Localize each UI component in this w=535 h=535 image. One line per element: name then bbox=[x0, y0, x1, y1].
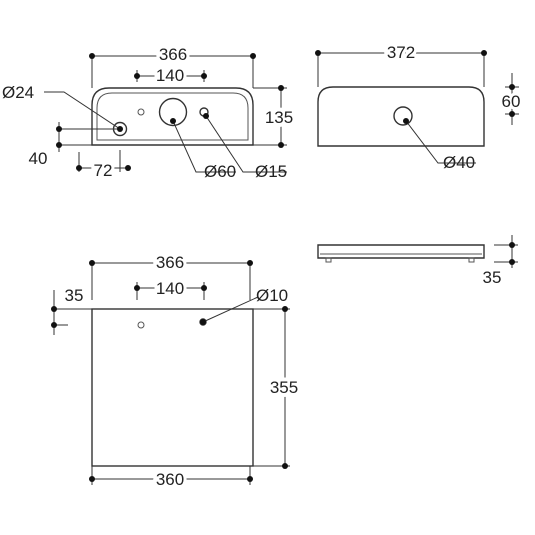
leader-d24: Ø24 bbox=[2, 83, 123, 132]
side-foot-left bbox=[325, 257, 332, 263]
dim-360: 360 bbox=[89, 466, 253, 492]
dim-135: 135 bbox=[253, 85, 297, 148]
dim-label-135: 135 bbox=[265, 108, 293, 127]
dim-40: 40 bbox=[29, 122, 120, 168]
dim-355: 355 bbox=[253, 306, 302, 469]
dim-label-360: 360 bbox=[156, 470, 184, 489]
dim-35-side: 35 bbox=[483, 235, 518, 287]
plan-view: 366 140 35 Ø10 bbox=[51, 250, 302, 492]
cover-outline bbox=[317, 86, 485, 147]
top-view-outline bbox=[91, 87, 254, 146]
dim-72: 72 bbox=[76, 150, 131, 183]
dim-label-140-top: 140 bbox=[156, 66, 184, 85]
dim-label-35-plan: 35 bbox=[65, 286, 84, 305]
top-view-inner-outline bbox=[96, 92, 249, 141]
dim-372: 372 bbox=[315, 40, 487, 87]
dim-label-366-plan: 366 bbox=[156, 253, 184, 272]
leader-d10: Ø10 bbox=[200, 286, 288, 325]
side-view: 35 bbox=[317, 235, 518, 287]
dim-60: 60 bbox=[499, 73, 523, 125]
dim-label-35-side: 35 bbox=[483, 268, 502, 287]
dim-140-top: 140 bbox=[134, 63, 207, 88]
plan-hole-left bbox=[137, 321, 145, 329]
dim-label-355: 355 bbox=[270, 378, 298, 397]
dim-35-plan: 35 bbox=[51, 286, 92, 335]
dim-label-40: 40 bbox=[29, 149, 48, 168]
top-view: 366 140 135 40 bbox=[2, 42, 297, 183]
label-d15: Ø15 bbox=[255, 162, 287, 181]
dim-366-plan: 366 bbox=[89, 250, 253, 300]
dim-label-366-top: 366 bbox=[159, 45, 187, 64]
dim-label-140-plan: 140 bbox=[156, 279, 184, 298]
hole-small-left bbox=[137, 108, 145, 116]
leader-d40: Ø40 bbox=[403, 118, 476, 172]
hole-center bbox=[158, 97, 188, 127]
leader-d60: Ø60 bbox=[170, 118, 236, 181]
dim-label-60: 60 bbox=[502, 92, 521, 111]
side-foot-right bbox=[468, 257, 475, 263]
dim-label-372: 372 bbox=[387, 43, 415, 62]
label-d60: Ø60 bbox=[204, 162, 236, 181]
label-d24: Ø24 bbox=[2, 83, 34, 102]
label-d40: Ø40 bbox=[443, 153, 475, 172]
cover-hole bbox=[393, 106, 413, 126]
label-d10: Ø10 bbox=[256, 286, 288, 305]
leader-d15: Ø15 bbox=[203, 113, 287, 181]
cover-view: 372 60 Ø40 bbox=[315, 40, 523, 172]
dim-140-plan: 140 bbox=[134, 276, 207, 301]
dim-366-top: 366 bbox=[89, 42, 256, 88]
plan-outline bbox=[91, 308, 254, 467]
side-outline bbox=[317, 244, 485, 259]
dim-label-72: 72 bbox=[94, 161, 113, 180]
